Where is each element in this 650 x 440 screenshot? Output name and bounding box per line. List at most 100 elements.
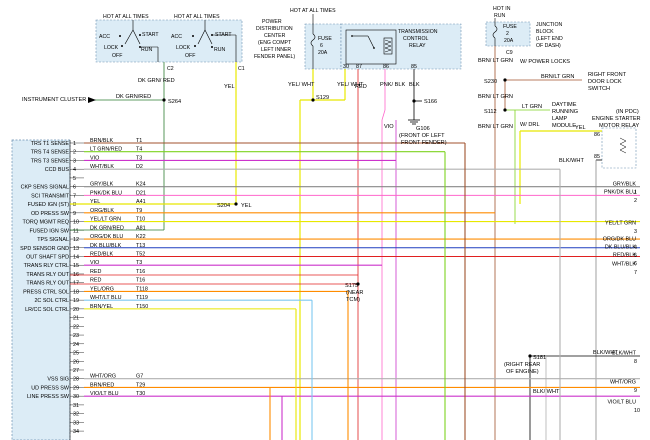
tcm-pin-row: OUT SHAFT SPD 14 [26,254,84,260]
drl-module-label: DAYTIME [552,102,577,108]
svg-text:LEFT INNER: LEFT INNER [261,47,291,53]
wire-circuit-label: T30 [136,391,145,397]
tcm-pin-name: LR/CC SOL CTRL [25,307,69,313]
tcm-pin-name: TRS T4 SENSE [31,150,70,156]
hot-label-left: HOT AT ALL TIMES [103,14,149,20]
tcm-pin-number: 34 [73,429,79,435]
label-dk-grn-red-ic: DK GRN/RED [116,94,151,100]
svg-text:RUN: RUN [494,13,505,19]
wire-circuit-label: T4 [136,147,142,153]
tcm-pin-row: 32 [70,412,84,418]
svg-text:(ENG COMPT: (ENG COMPT [258,40,292,46]
tcm-pin-name: SCI TRANSMIT [31,193,70,199]
wire-color-label: ORG/BLK [90,208,114,214]
svg-text:LAMP: LAMP [552,116,568,122]
tcm-pin-number: 12 [73,237,79,243]
connector-c2: C2 [167,66,174,72]
label-s129: S129 [316,95,329,101]
tcm-pin-number: 7 [73,193,76,199]
tcm-pin-number: 31 [73,403,79,409]
wire-circuit-label: G7 [136,374,143,380]
tcm-pin-number: 13 [73,246,79,252]
label-vio: VIO [384,124,394,130]
label-lt-grn: LT GRN [522,104,542,110]
tcm-pin-number: 2 [73,150,76,156]
splice-s129 [311,98,315,102]
tcm-pin-number: 30 [73,394,79,400]
tcm-pin-name: TPS SIGNAL [37,237,69,243]
tcm-pin-name: CCD BUS [45,167,70,173]
svg-text:BLOCK: BLOCK [536,29,554,35]
switch-pos-acc-2: ACC [171,34,182,40]
tcm-pin-name: PRESS CTRL SOL [23,289,69,295]
switch-pos-off-2: OFF [185,53,195,59]
wire-color-label: BRN/BLK [90,138,113,144]
right-wire-label: ORG/DK BLU [603,237,636,243]
wire-circuit-label: A41 [136,199,146,205]
splice-s166 [412,99,416,103]
label-brn-lt-grn-2: BRN/ LT GRN [478,94,513,100]
wire-color-label: RED [90,278,101,284]
tcm-pin-row: 23 [70,333,84,339]
hot-label-right: HOT AT ALL TIMES [174,14,220,20]
wire-circuit-label: T16 [136,269,145,275]
svg-text:(RIGHT REAR: (RIGHT REAR [504,362,540,368]
tcm-pin-row: 25 [70,351,84,357]
svg-text:ENGINE STARTER: ENGINE STARTER [592,116,641,122]
tcm-pin-name: CKP SENS SIGNAL [21,185,69,191]
tcm-pin-row: FUSED IGN (ST)8 [28,202,84,208]
label-dk-grn-red: DK GRN/ RED [138,78,175,84]
tcm-pin-number: 9 [73,211,76,217]
tcm-pin-row: 2C SOL CTRL 19 [34,298,84,304]
splice-points [162,78,532,358]
tcm-pin-number: 5 [73,176,76,182]
svg-text:CONTROL: CONTROL [403,36,428,42]
right-wire-label: YEL/LT GRN [605,221,636,227]
tcm-pin-number: 8 [73,202,76,208]
relay-pin-86: 86 [383,64,389,70]
wire-color-label: LT GRN/RED [90,147,122,153]
tcm-pin-number: 23 [73,333,79,339]
wire-circuit-label: T1 [136,138,142,144]
tcm-pin-number: 18 [73,289,79,295]
wire-color-label: WHT/LT BLU [90,295,122,301]
wire-circuit-label: T3 [136,155,142,161]
splice-s181 [528,354,532,358]
tcm-pin-row: TPS SIGNAL 12 [37,237,84,243]
splice-s230 [503,78,507,82]
right-wire-label: PNK/DK BLU [604,190,636,196]
wire-circuit-label: D21 [136,190,146,196]
wire-color-label: YEL/LT GRN [90,217,121,223]
tcm-pin-name: TRANS RLY CTRL [24,263,69,269]
wire-circuit-label: T16 [136,278,145,284]
label-red: RED [355,84,367,90]
tcm-pin-name: UD PRESS SW [31,385,70,391]
wire-circuit-label: T10 [136,217,145,223]
wire-color-label: YEL/ORG [90,286,114,292]
tcm-pin-row: 5 [70,176,84,182]
wire-color-label: RED/BLK [90,251,113,257]
tcm-pin-row: 22 [70,324,84,330]
wire-color-label: DK GRN/RED [90,225,124,231]
switch-pos-acc: ACC [99,34,110,40]
door-lock-switch-label: RIGHT FRONT [588,72,627,78]
svg-text:MODULE: MODULE [552,123,576,129]
right-wire-label: BLK/WHT [612,351,637,357]
tcm-pin-number: 19 [73,298,79,304]
tcm-pin-number: 32 [73,412,79,418]
tcm-pin-name: OUT SHAFT SPD [26,254,69,260]
switch-pos-run-2: RUN [214,47,225,53]
tcm-pin-name: 2C SOL CTRL [34,298,69,304]
switch-pos-lock-2: LOCK [176,45,191,51]
wire-circuit-label: T52 [136,251,145,257]
tcm-pin-number: 11 [73,228,79,234]
tcm-pin-number: 14 [73,254,79,260]
